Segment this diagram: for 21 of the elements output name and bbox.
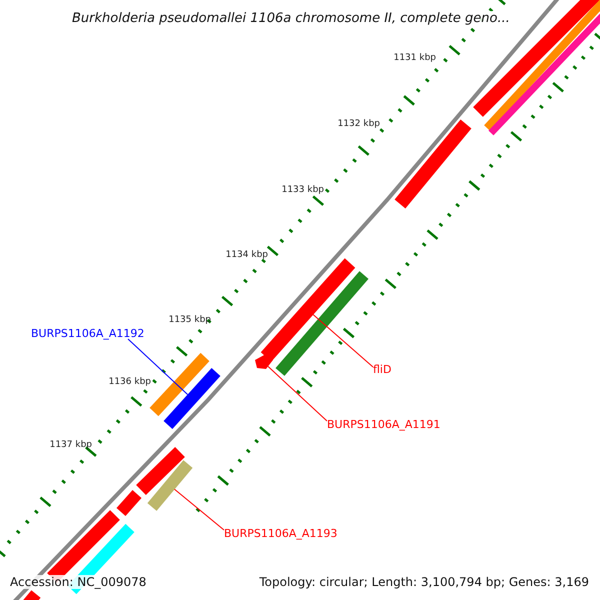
- gene-bar: [147, 460, 193, 511]
- leader-line: [174, 488, 224, 530]
- leader-line: [312, 314, 374, 368]
- gene-label: BURPS1106A_A1192: [31, 328, 144, 339]
- tick-label: 1133 kbp: [282, 186, 324, 195]
- leader-line: [268, 366, 328, 422]
- tick-label: 1137 kbp: [50, 441, 92, 450]
- accession-text: Accession: NC_009078: [9, 575, 148, 589]
- summary-text: Topology: circular; Length: 3,100,794 bp; Genes: 3,169: [258, 575, 590, 589]
- gene-bar: [260, 258, 356, 362]
- tick-label: 1132 kbp: [338, 120, 380, 129]
- tick-label: 1135 kbp: [168, 316, 211, 325]
- gene-feature: [255, 354, 273, 369]
- tick-label: 1131 kbp: [394, 54, 436, 63]
- gene-label: BURPS1106A_A1191: [327, 419, 440, 430]
- gene-label: fliD: [373, 364, 392, 375]
- tick-label: 1134 kbp: [226, 251, 268, 260]
- tick-label: 1136 kbp: [108, 378, 151, 387]
- gene-label: BURPS1106A_A1193: [224, 528, 338, 539]
- gene-bar: [164, 368, 220, 429]
- leader-line: [128, 338, 188, 395]
